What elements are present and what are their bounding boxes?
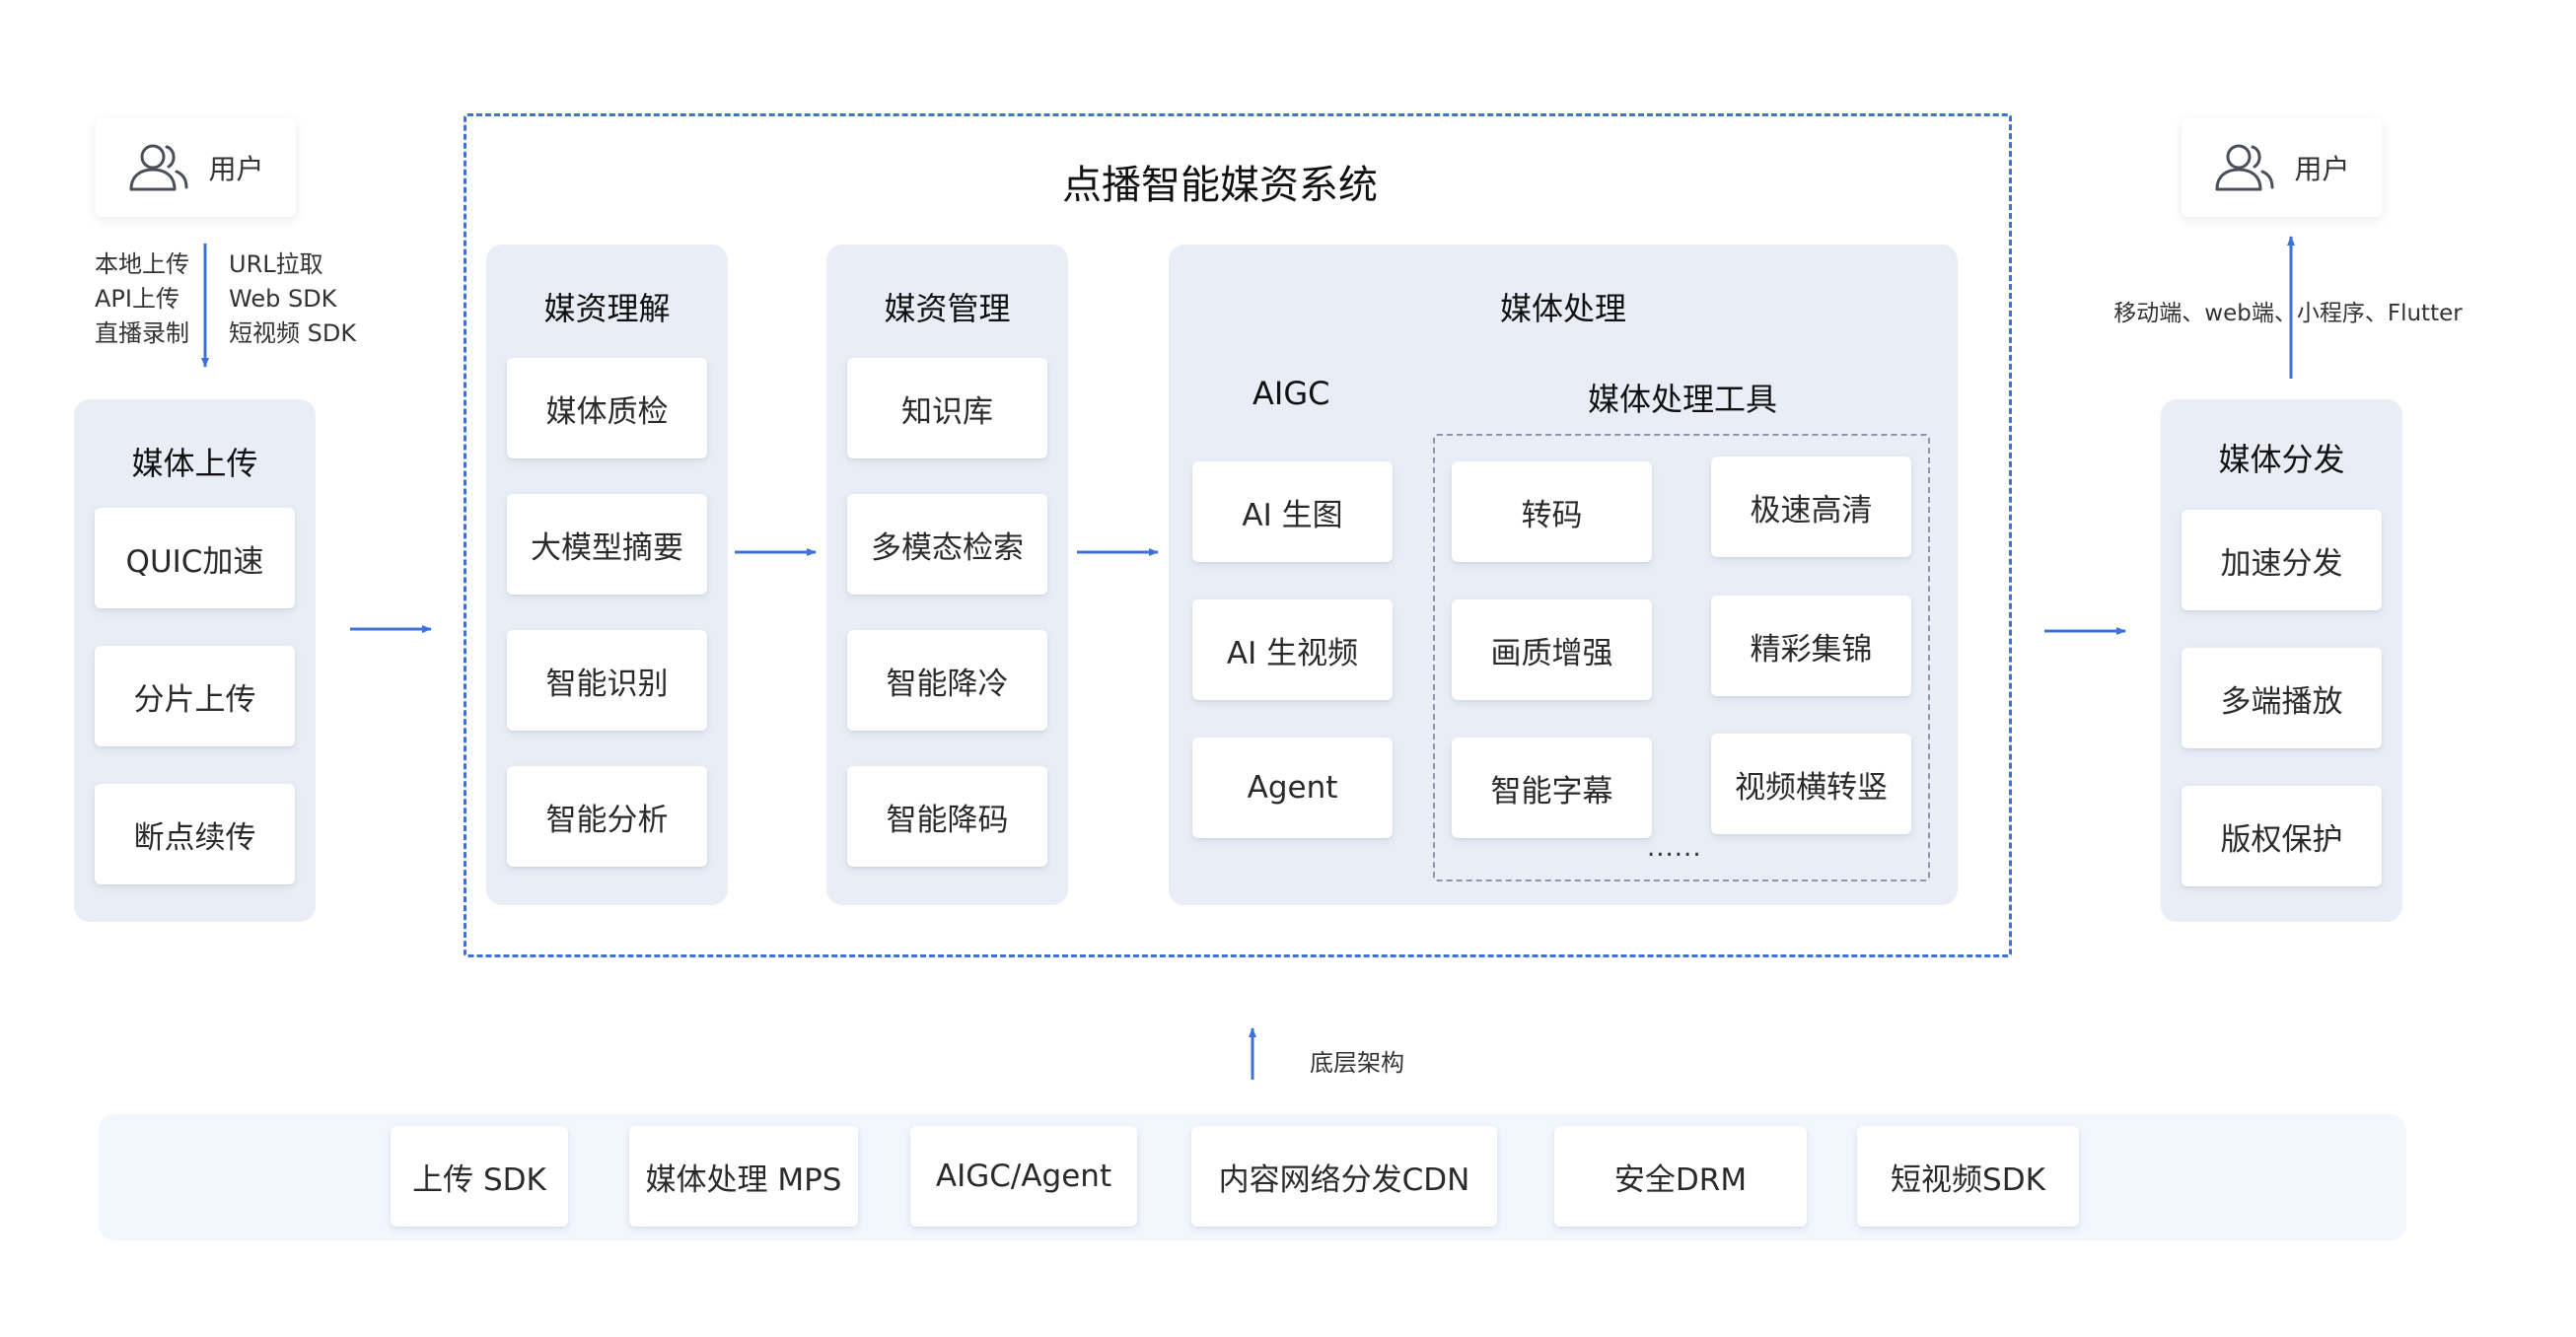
media-tool-item: 极速高清 — [1711, 457, 1911, 557]
distribution-channels: 移动端、web端、小程序、Flutter — [2113, 301, 2463, 326]
upload-method: 直播录制 — [95, 319, 189, 347]
media-upload-item: 断点续传 — [95, 784, 295, 884]
media-management-item: 智能降冷 — [847, 630, 1047, 731]
media-distribution-item: 多端播放 — [2182, 648, 2382, 748]
media-understanding-item: 大模型摘要 — [507, 494, 707, 595]
aigc-item: AI 生图 — [1192, 461, 1393, 562]
media-understanding-item: 智能识别 — [507, 630, 707, 731]
upload-methods-right: URL拉取 Web SDK 短视频 SDK — [229, 247, 356, 351]
media-tool-item: 智能字幕 — [1452, 738, 1652, 838]
media-distribution-item: 加速分发 — [2182, 510, 2382, 610]
media-tool-item: 画质增强 — [1452, 599, 1652, 700]
media-understanding-panel: 媒资理解 媒体质检 大模型摘要 智能识别 智能分析 — [486, 245, 728, 905]
infrastructure-item: 媒体处理 MPS — [629, 1126, 858, 1227]
upload-method: 本地上传 — [95, 250, 189, 278]
media-upload-panel: 媒体上传 QUIC加速 分片上传 断点续传 — [74, 399, 316, 922]
users-icon — [129, 144, 188, 191]
media-distribution-title: 媒体分发 — [2218, 441, 2345, 478]
media-tools-title: 媒体处理工具 — [1588, 381, 1778, 418]
upload-method: API上传 — [95, 285, 179, 313]
infrastructure-item: 上传 SDK — [391, 1126, 568, 1227]
upload-methods-left: 本地上传 API上传 直播录制 — [95, 247, 189, 351]
media-processing-panel: 媒体处理 AIGC 媒体处理工具 AI 生图 AI 生视频 Agent 转码 极… — [1169, 245, 1958, 905]
infrastructure-item: 安全DRM — [1554, 1126, 1807, 1227]
infrastructure-item: 内容网络分发CDN — [1191, 1126, 1497, 1227]
media-management-item: 多模态检索 — [847, 494, 1047, 595]
system-title: 点播智能媒资系统 — [1062, 163, 1378, 208]
more-tools-ellipsis: ...... — [1647, 833, 1702, 863]
aigc-title: AIGC — [1252, 375, 1330, 412]
media-tool-item: 精彩集锦 — [1711, 596, 1911, 696]
media-distribution-panel: 媒体分发 加速分发 多端播放 版权保护 — [2161, 399, 2402, 922]
aigc-item: AI 生视频 — [1192, 599, 1393, 700]
upload-method: 短视频 SDK — [229, 319, 357, 347]
upload-method: URL拉取 — [229, 250, 323, 278]
media-understanding-item: 智能分析 — [507, 766, 707, 867]
users-icon — [2215, 144, 2274, 191]
media-upload-title: 媒体上传 — [131, 445, 258, 482]
media-processing-title: 媒体处理 — [1499, 290, 1626, 327]
aigc-item: Agent — [1192, 738, 1393, 838]
infrastructure-item: 短视频SDK — [1857, 1126, 2079, 1227]
infrastructure-label: 底层架构 — [1310, 1049, 1404, 1077]
media-upload-item: QUIC加速 — [95, 508, 295, 608]
media-management-item: 智能降码 — [847, 766, 1047, 867]
smart-media-system-boundary — [464, 113, 2012, 957]
user-label-right: 用户 — [2294, 153, 2350, 185]
media-tool-item: 视频横转竖 — [1711, 734, 1911, 834]
media-management-item: 知识库 — [847, 358, 1047, 458]
user-card-right: 用户 — [2182, 118, 2382, 217]
media-tool-item: 转码 — [1452, 461, 1652, 562]
upload-method: Web SDK — [229, 285, 337, 313]
media-upload-item: 分片上传 — [95, 646, 295, 746]
media-understanding-title: 媒资理解 — [543, 290, 671, 327]
user-card-left: 用户 — [96, 118, 296, 217]
user-label-left: 用户 — [208, 153, 264, 185]
infrastructure-item: AIGC/Agent — [910, 1126, 1137, 1227]
media-understanding-item: 媒体质检 — [507, 358, 707, 458]
media-management-panel: 媒资管理 知识库 多模态检索 智能降冷 智能降码 — [826, 245, 1068, 905]
media-management-title: 媒资管理 — [884, 290, 1011, 327]
media-tools-group — [1433, 434, 1930, 881]
media-distribution-item: 版权保护 — [2182, 786, 2382, 886]
